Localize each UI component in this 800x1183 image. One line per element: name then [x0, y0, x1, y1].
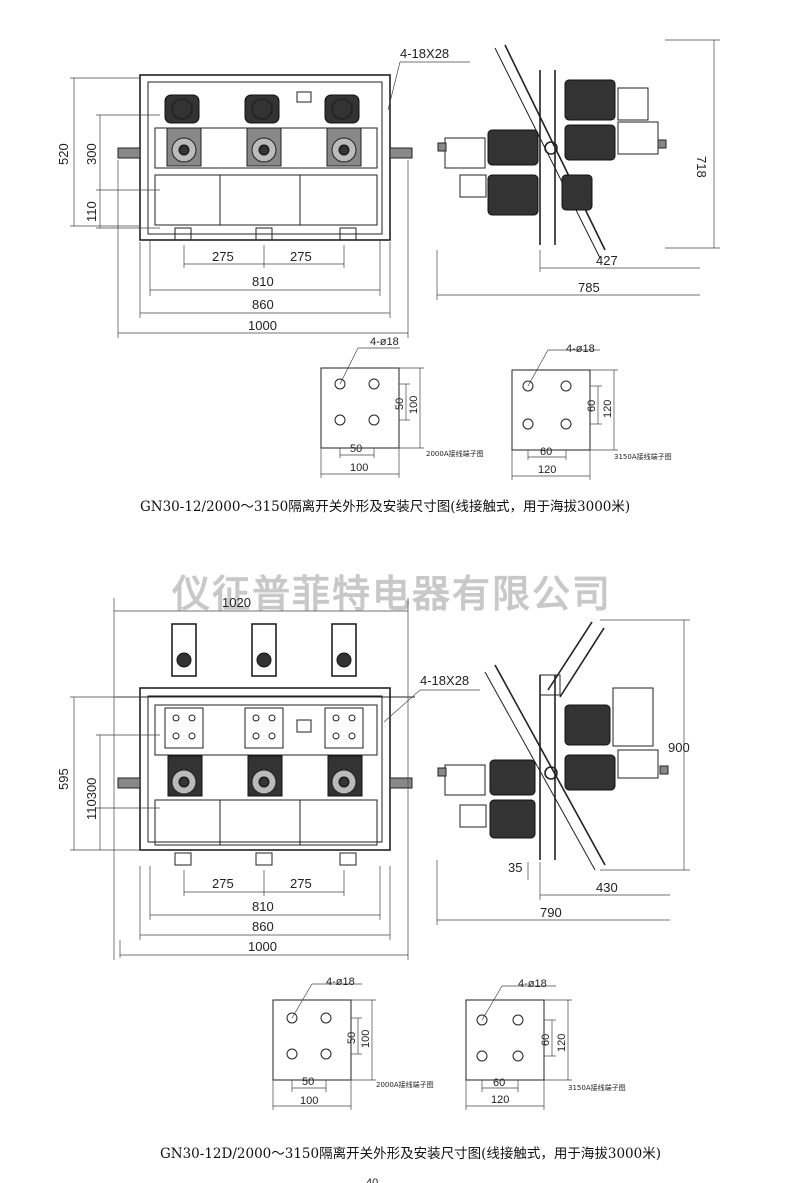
drawing1-t2000-v100: 100: [408, 396, 420, 414]
drawing2-dim-110300: 110300: [84, 778, 99, 820]
drawing2-insulator-lower: [444, 764, 536, 839]
drawing1-dim-427: 427: [596, 253, 618, 268]
drawing1-t2000-label: 2000A接线端子图: [426, 449, 484, 458]
drawing1-dim-810: 810: [252, 274, 274, 289]
drawing2-dim-275a: 275: [212, 876, 234, 891]
drawing2-dim-35: 35: [508, 860, 522, 875]
drawing1-dim-275b: 275: [290, 249, 312, 264]
drawing1-t3150-h60: 60: [540, 446, 552, 458]
drawing2-dim-1000: 1000: [248, 939, 277, 954]
drawing2-pole-3: [324, 623, 364, 797]
drawing1-t2000-h50: 50: [350, 443, 362, 455]
drawing2-side-view: [436, 619, 690, 925]
drawing2-caption: GN30-12D/2000～3150隔离开关外形及安装尺寸图(线接触式，用于海拔…: [160, 1145, 661, 1162]
drawing2-terminal-3150A: [465, 985, 572, 1110]
drawing1-dim-275a: 275: [212, 249, 234, 264]
drawing1-insulator-lower: [487, 174, 593, 216]
drawing1-pole-1: [164, 94, 202, 167]
drawing2-dim-430: 430: [596, 880, 618, 895]
drawing1-terminal-2000A: [320, 347, 424, 478]
drawing2-dim-1020: 1020: [222, 595, 251, 610]
drawing2-hole-label: 4-18X28: [420, 673, 469, 688]
drawing1-front-view: [70, 61, 470, 338]
drawing1-t3150-holes: 4-ø18: [566, 343, 595, 355]
drawing2-t2000-label: 2000A接线端子图: [376, 1080, 434, 1089]
drawing2-t3150-v120: 120: [556, 1034, 568, 1052]
drawing2-dim-790: 790: [540, 905, 562, 920]
drawing1-t3150-v120: 120: [602, 400, 614, 418]
drawing1-t3150-h120: 120: [538, 464, 556, 476]
drawing2-dim-275b: 275: [290, 876, 312, 891]
drawing1-caption: GN30-12/2000～3150隔离开关外形及安装尺寸图(线接触式，用于海拔3…: [140, 498, 630, 515]
drawing2-dim-810: 810: [252, 899, 274, 914]
drawing1-dim-300: 300: [84, 143, 99, 165]
drawing1-insulator-upper: [564, 79, 616, 121]
drawing1-side-view: [436, 39, 720, 300]
drawing2-t2000-holes: 4-ø18: [326, 976, 355, 988]
drawing2-insulator-upper: [564, 687, 654, 747]
drawing1-t2000-h100: 100: [350, 462, 368, 474]
drawing2-insulator-mid: [489, 749, 659, 796]
drawing1-pole-3: [324, 94, 362, 167]
drawing2-pole-2: [244, 623, 284, 797]
drawing2-t3150-h60: 60: [493, 1077, 505, 1089]
drawing1-dim-718: 718: [694, 156, 709, 178]
drawing2-dim-900: 900: [668, 740, 690, 755]
drawing1-pole-2: [244, 94, 282, 167]
drawing2-t2000-h50: 50: [302, 1076, 314, 1088]
company-watermark: 仪征普菲特电器有限公司: [171, 572, 612, 616]
drawing1-dim-110: 110: [84, 201, 99, 222]
drawing2-pole-1: [164, 623, 204, 797]
drawing2-t2000-h100: 100: [300, 1095, 318, 1107]
drawing2-dim-860: 860: [252, 919, 274, 934]
drawing2-t3150-h120: 120: [491, 1094, 509, 1106]
drawing1-terminal-3150A: [511, 349, 618, 480]
drawing1-insulator-mid: [487, 124, 616, 166]
drawing2-dim-595: 595: [56, 768, 71, 790]
drawing1-dim-860: 860: [252, 297, 274, 312]
drawing1-dim-1000: 1000: [248, 318, 277, 333]
drawing1-t3150-v60: 60: [586, 400, 598, 412]
drawing1-dim-785: 785: [578, 280, 600, 295]
drawing1-t2000-holes: 4-ø18: [370, 336, 399, 348]
drawing1-hole-label: 4-18X28: [400, 46, 449, 61]
drawing2-t3150-v60: 60: [540, 1034, 552, 1046]
drawing2-t3150-holes: 4-ø18: [518, 978, 547, 990]
page-number: 40: [366, 1177, 378, 1183]
drawing2-t3150-label: 3150A接线端子图: [568, 1083, 626, 1092]
drawing2-front-view: [70, 598, 480, 960]
drawing2-t2000-v50: 50: [346, 1032, 358, 1044]
drawing1-t2000-v50: 50: [394, 398, 406, 410]
drawing2-t2000-v100: 100: [360, 1030, 372, 1048]
drawing1-dim-520: 520: [56, 143, 71, 165]
drawing2-terminal-2000A: [272, 983, 376, 1110]
drawing1-t3150-label: 3150A接线端子图: [614, 452, 672, 461]
